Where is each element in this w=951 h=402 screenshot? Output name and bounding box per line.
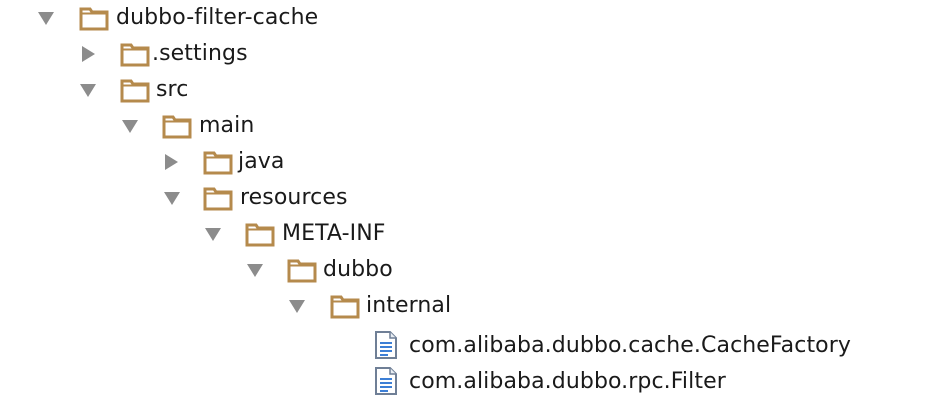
tree-item-label: com.alibaba.dubbo.rpc.Filter: [409, 369, 726, 394]
tree-item-label: java: [238, 149, 285, 174]
tree-item-main[interactable]: main: [0, 108, 951, 144]
tree-item-label: main: [199, 113, 255, 138]
tree-item-resources[interactable]: resources: [0, 180, 951, 216]
tree-item-rpc-filter-file[interactable]: com.alibaba.dubbo.rpc.Filter: [0, 364, 951, 400]
tree-item-label: internal: [366, 293, 452, 318]
tree-item-dubbo-filter-cache[interactable]: dubbo-filter-cache: [0, 0, 951, 36]
expanded-arrow-icon[interactable]: [163, 189, 181, 207]
folder-icon: [203, 148, 233, 176]
tree-item-dubbo[interactable]: dubbo: [0, 252, 951, 288]
tree-item-internal[interactable]: internal: [0, 288, 951, 324]
tree-item-label: .settings: [152, 41, 248, 66]
folder-icon: [79, 4, 109, 32]
folder-icon: [162, 112, 192, 140]
folder-icon: [120, 76, 150, 104]
tree-item-cache-factory-file[interactable]: com.alibaba.dubbo.cache.CacheFactory: [0, 328, 951, 364]
expanded-arrow-icon[interactable]: [204, 225, 222, 243]
folder-icon: [120, 40, 150, 68]
tree-item-src[interactable]: src: [0, 72, 951, 108]
tree-item-label: dubbo-filter-cache: [116, 5, 319, 30]
expanded-arrow-icon[interactable]: [288, 297, 306, 315]
tree-item-java[interactable]: java: [0, 144, 951, 180]
folder-icon: [287, 256, 317, 284]
folder-icon: [245, 220, 275, 248]
tree-item-label: dubbo: [323, 257, 393, 282]
folder-icon: [330, 292, 360, 320]
tree-item-settings[interactable]: .settings: [0, 36, 951, 72]
collapsed-arrow-icon[interactable]: [79, 45, 97, 63]
expanded-arrow-icon[interactable]: [37, 9, 55, 27]
text-file-icon: [371, 366, 401, 395]
expanded-arrow-icon[interactable]: [121, 117, 139, 135]
expanded-arrow-icon[interactable]: [246, 261, 264, 279]
expanded-arrow-icon[interactable]: [79, 81, 97, 99]
tree-item-label: src: [156, 77, 189, 102]
collapsed-arrow-icon[interactable]: [162, 153, 180, 171]
folder-icon: [203, 184, 233, 212]
tree-item-label: resources: [240, 185, 348, 210]
tree-item-meta-inf[interactable]: META-INF: [0, 216, 951, 252]
tree-item-label: META-INF: [282, 221, 386, 246]
tree-item-label: com.alibaba.dubbo.cache.CacheFactory: [409, 333, 851, 358]
text-file-icon: [371, 330, 401, 359]
